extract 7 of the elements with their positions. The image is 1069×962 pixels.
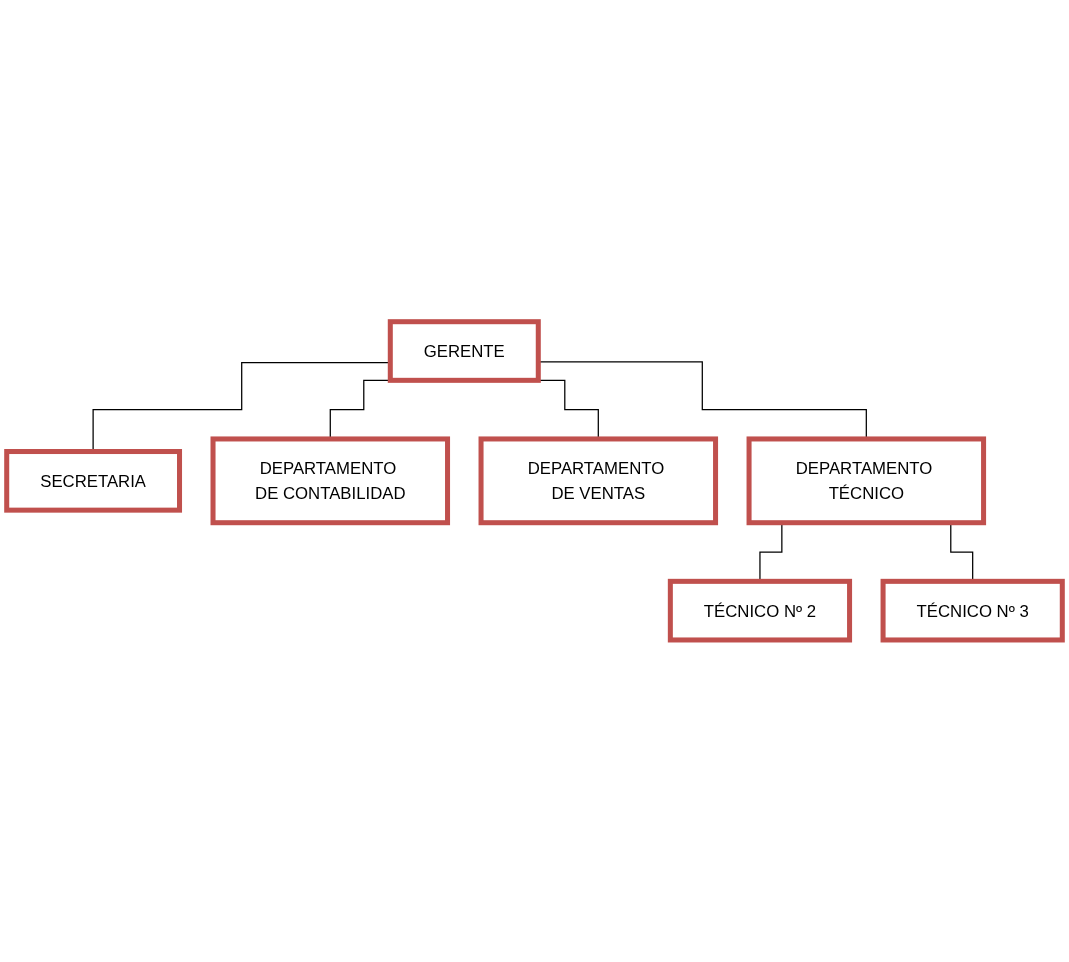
node-box: TÉCNICO Nº 2	[667, 579, 853, 643]
node-box: TÉCNICO Nº 3	[880, 579, 1065, 643]
node-box: DEPARTAMENTO DE CONTABILIDAD	[210, 436, 451, 526]
node-box: DEPARTAMENTO TÉCNICO	[746, 436, 987, 526]
node-box: SECRETARIA	[4, 449, 183, 513]
node-box: GERENTE	[387, 319, 541, 383]
node-box: DEPARTAMENTO DE VENTAS	[478, 436, 719, 526]
